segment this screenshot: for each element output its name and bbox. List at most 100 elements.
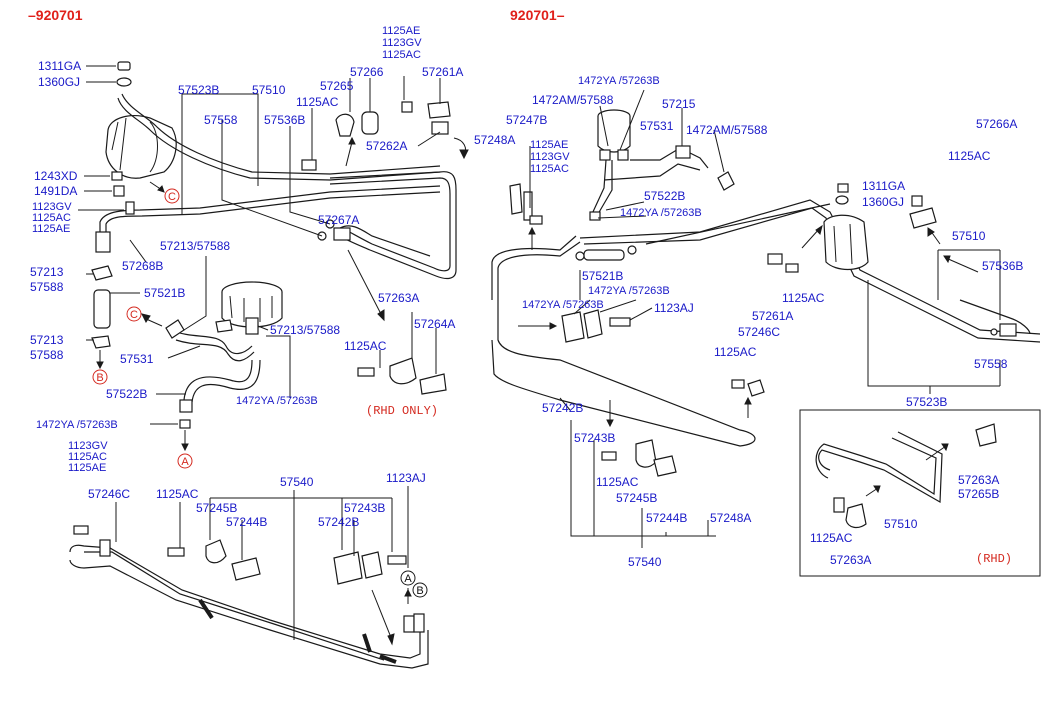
- bolt-1123gv-b: [73, 525, 89, 535]
- washer-1311ga: [86, 61, 131, 71]
- bolt-1125ac-r-c: [601, 451, 617, 461]
- label-1125ae-top: 1125AE: [382, 25, 420, 37]
- r-label-1125ac-c: 1125AC: [596, 475, 639, 489]
- clamp-57264a-left: [419, 373, 447, 395]
- bolt-1123aj-r: [609, 317, 631, 327]
- label-57213-a: 57213: [30, 265, 64, 279]
- svg-text:C: C: [168, 191, 176, 203]
- ref-circle-b-2: B: [412, 582, 428, 598]
- label-57510: 57510: [252, 83, 286, 97]
- label-1125ac-b2: 1125AC: [156, 487, 199, 501]
- label-57213-57588-b: 57213/57588: [270, 323, 340, 337]
- label-1125ac: 1125AC: [32, 212, 71, 224]
- rhd-pipe-57510: [818, 431, 943, 504]
- rhd-bolt-1125ac: [833, 497, 845, 513]
- washer-1360gj: [86, 77, 132, 87]
- r-label-57558: 57558: [974, 357, 1008, 371]
- label-57244b: 57244B: [226, 515, 267, 529]
- pipe-57267a: [339, 225, 431, 257]
- clamp-57215: [675, 145, 691, 159]
- svg-text:A: A: [404, 573, 412, 585]
- hose-57522b-r: [603, 163, 701, 181]
- label-57540: 57540: [280, 475, 314, 489]
- r-label-57522b: 57522B: [644, 189, 685, 203]
- hose-57536b-r: [959, 299, 1031, 335]
- label-57261a: 57261A: [422, 65, 463, 79]
- pipe-assembly-57540: [69, 539, 429, 669]
- rhd-pipe-57510-b: [815, 437, 937, 496]
- label-1125ac-b: 1125AC: [68, 451, 107, 463]
- bolt-1491da: [84, 185, 125, 197]
- clamp-57263a-left: [389, 357, 417, 385]
- label-1125ae-b: 1125AE: [68, 462, 106, 474]
- label-57245b: 57245B: [196, 501, 237, 515]
- bracket-57266a-r: [909, 207, 937, 229]
- r-label-1125ac-m: 1125AC: [782, 291, 825, 305]
- r-label-1472am-57588-1: 1472AM/57588: [532, 93, 614, 107]
- r-label-1125ae: 1125AE: [530, 139, 568, 151]
- label-1491da: 1491DA: [34, 184, 77, 198]
- hose-57531: [169, 329, 253, 355]
- r-label-57266a: 57266A: [976, 117, 1017, 131]
- label-1125ae: 1125AE: [32, 223, 70, 235]
- label-1125ac-top2: 1125AC: [382, 49, 421, 61]
- r-label-57523b: 57523B: [906, 395, 947, 409]
- r-label-57536b: 57536B: [982, 259, 1023, 273]
- clamp-57246c-r: [747, 379, 765, 397]
- label-57265: 57265: [320, 79, 354, 93]
- r-label-57531: 57531: [640, 119, 674, 133]
- bracket-57261a-r: [767, 253, 783, 265]
- r-label-1472ya-57263b-3: 1472YA /57263B: [588, 285, 670, 297]
- label-57558: 57558: [204, 113, 238, 127]
- fitting-57522b: [179, 399, 193, 413]
- clamp-57242b-left: [333, 551, 363, 585]
- r-label-1472am-57588-2: 1472AM/57588: [686, 123, 768, 137]
- label-57521b: 57521B: [144, 286, 185, 300]
- label-57531: 57531: [120, 352, 154, 366]
- arrow-clamp: [371, 589, 393, 641]
- header-right: 920701–: [510, 7, 565, 23]
- label-57213-57588-a: 57213/57588: [160, 239, 230, 253]
- clamp-1472ya-r1: [589, 211, 601, 221]
- reservoir-left: [221, 281, 283, 335]
- r-label-57521b: 57521B: [582, 269, 623, 283]
- header-left: –920701: [28, 7, 83, 23]
- bolt-1125ac-left: [301, 159, 317, 171]
- pipe-57522b-line: [645, 203, 831, 245]
- clamp-57213-d: [215, 319, 233, 333]
- clamp-1472ya-a: [179, 419, 191, 429]
- washer-1360gj-r: [835, 195, 849, 205]
- r-label-1125ac-r: 1125AC: [948, 149, 991, 163]
- pipe-main-right-b: [491, 207, 1041, 343]
- clamp-57245b-r: [635, 439, 657, 468]
- label-1472ya-57263b-a: 1472YA /57263B: [236, 395, 318, 407]
- washer-1311ga-r: [837, 183, 849, 193]
- bolt-1125ac-r-m: [785, 263, 799, 273]
- hose-57268b-2: [105, 191, 441, 232]
- fitting-57536b-r: [999, 323, 1017, 337]
- r-label-1472ya-57263b-1: 1472YA /57263B: [578, 75, 660, 87]
- clamp-1472am-r: [717, 171, 735, 191]
- bolt-1123aj-left: [387, 555, 407, 565]
- clip-57261a: [427, 101, 451, 135]
- clamp-57243b-r: [583, 309, 603, 339]
- rhd-label-57265b: 57265B: [958, 487, 999, 501]
- hose-57531-r: [630, 147, 709, 169]
- rhd-label-57263a-2: 57263A: [830, 553, 871, 567]
- r-label-57215: 57215: [662, 97, 696, 111]
- r-label-57243b: 57243B: [574, 431, 615, 445]
- label-57523b: 57523B: [178, 83, 219, 97]
- label-57266: 57266: [350, 65, 384, 79]
- fitting-57268b: [95, 231, 111, 253]
- label-57522b: 57522B: [106, 387, 147, 401]
- hose-57247b: [591, 159, 607, 215]
- hose-57521b: [93, 289, 111, 329]
- r-label-57245b: 57245B: [616, 491, 657, 505]
- bolt-1125ac-top: [401, 101, 413, 113]
- bolt-1125ac-rhd: [357, 367, 375, 377]
- label-1125ac-mid: 1125AC: [344, 339, 387, 353]
- svg-text:B: B: [96, 372, 103, 384]
- bolt-1125ac-r-r: [911, 195, 923, 207]
- svg-text:A: A: [181, 456, 189, 468]
